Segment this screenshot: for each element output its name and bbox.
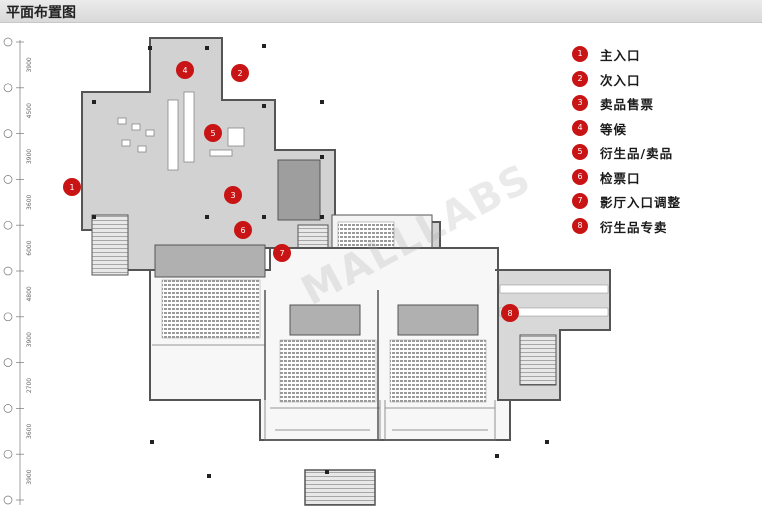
plan-marker-number: 8 [507, 309, 512, 318]
legend-item: 2 次入口 [568, 69, 748, 94]
dimension-axis: 3900 4500 3900 3600 6000 4800 3900 2700 3600 3900 [3, 37, 33, 505]
plan-marker-number: 4 [182, 66, 187, 75]
legend-label: 检票口 [600, 170, 641, 186]
dimension-label: 6000 [26, 240, 33, 255]
plan-marker-number: 7 [279, 249, 284, 258]
legend-item: 3 卖品售票 [568, 93, 748, 118]
dimension-label: 3900 [26, 149, 33, 164]
plan-marker: 2 [231, 64, 249, 82]
plan-marker: 5 [204, 124, 222, 142]
exit-stair [304, 469, 376, 506]
grid-axis-bubble [3, 129, 13, 138]
legend-label: 次入口 [600, 72, 641, 88]
grid-axis-bubble [3, 449, 13, 459]
dimension-label: 4800 [26, 286, 33, 301]
grid-axis-bubble [3, 175, 13, 184]
legend-number-badge: 1 [572, 46, 588, 62]
grid-axis-bubble [3, 358, 13, 367]
plan-markers: 1 2 3 4 5 6 7 8 [63, 61, 519, 322]
legend-label: 衍生品/卖品 [600, 146, 674, 161]
legend-item: 8 衍生品专卖 [568, 216, 748, 241]
plan-marker: 6 [234, 221, 252, 239]
cinema-halls [149, 244, 511, 441]
plan-marker: 3 [224, 186, 242, 204]
plan-marker: 1 [63, 178, 81, 196]
page-title: 平面布置图 [6, 5, 76, 21]
grid-axis-bubble [3, 266, 13, 276]
dimension-label: 4500 [26, 103, 33, 118]
plan-marker-number: 5 [210, 129, 215, 138]
dimension-label: 2700 [26, 378, 33, 393]
legend-number-badge: 2 [572, 70, 588, 87]
legend-number-badge: 8 [572, 217, 588, 234]
dimension-label: 3600 [26, 194, 33, 209]
retail-wing [495, 269, 611, 401]
legend-label: 影厅入口调整 [600, 195, 682, 210]
legend-label: 主入口 [600, 48, 641, 63]
dimension-label: 3900 [26, 469, 33, 484]
plan-marker: 4 [176, 61, 194, 79]
legend-item: 1 主入口 [568, 44, 748, 69]
legend-number-badge: 3 [572, 95, 588, 111]
dimension-label: 3900 [26, 57, 33, 72]
dimension-label: 3900 [26, 332, 33, 347]
legend-item: 6 检票口 [568, 167, 748, 192]
structural-columns [92, 44, 549, 478]
grid-axis-bubble [3, 404, 13, 413]
grid-axis-bubble [3, 312, 13, 322]
plan-marker: 7 [273, 244, 291, 262]
plan-marker-number: 6 [240, 226, 245, 235]
legend-item: 4 等候 [568, 118, 748, 143]
legend-number-badge: 5 [572, 144, 588, 160]
legend-label: 衍生品专卖 [600, 219, 668, 235]
floor-plan: 3900 4500 3900 3600 6000 4800 3900 2700 3600 3900 [3, 37, 611, 506]
grid-axis-bubble [3, 495, 13, 505]
grid-axis-bubble [3, 220, 13, 230]
legend-number-badge: 4 [572, 119, 588, 136]
grid-axis-bubble [3, 37, 13, 47]
legend: 1 主入口 2 次入口 3 卖品售票 4 等候 5 衍生品/卖品 6 检票口 7… [568, 44, 748, 240]
plan-marker-number: 3 [230, 191, 235, 200]
legend-item: 7 影厅入口调整 [568, 191, 748, 216]
dimension-label: 3600 [26, 423, 33, 438]
legend-item: 5 衍生品/卖品 [568, 142, 748, 167]
legend-label: 卖品售票 [600, 97, 655, 112]
plan-marker-number: 1 [69, 183, 74, 192]
legend-label: 等候 [600, 121, 628, 137]
plan-marker-number: 2 [237, 69, 242, 78]
legend-number-badge: 7 [572, 193, 588, 209]
grid-axis-bubble [3, 83, 13, 93]
plan-marker: 8 [501, 304, 519, 322]
legend-number-badge: 6 [572, 168, 588, 185]
title-bar: 平面布置图 [0, 0, 762, 23]
